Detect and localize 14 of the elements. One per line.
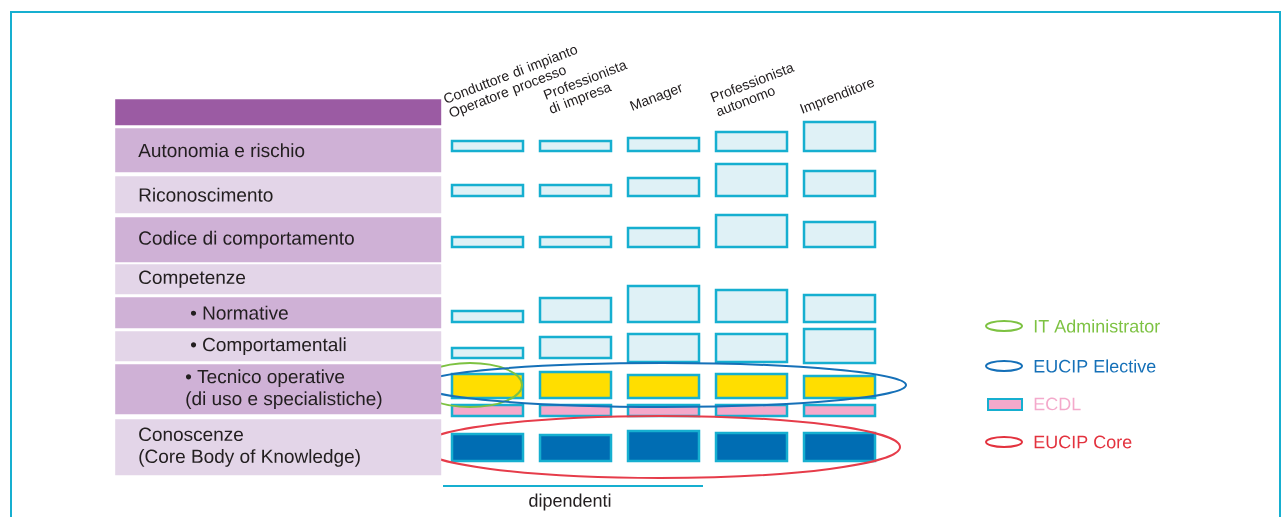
legend-text: IT Administrator <box>1034 319 1160 333</box>
header-band <box>115 99 442 126</box>
legend-text: EUCIP Core <box>1034 435 1132 449</box>
legend-text: EUCIP Elective <box>1034 359 1156 373</box>
legend-text: ECDL <box>1034 397 1081 411</box>
row-band: Riconoscimento <box>115 176 442 214</box>
row-band: Conoscenze (Core Body of Knowledge) <box>115 419 442 476</box>
row-band: Autonomia e rischio <box>115 128 442 173</box>
row-band: Competenze <box>115 264 442 295</box>
row-band: • Normative <box>115 297 442 329</box>
row-band: Codice di comportamento <box>115 217 442 263</box>
group-label: dipendenti <box>529 493 611 511</box>
row-band: • Comportamentali <box>115 331 442 362</box>
row-band: • Tecnico operative (di uso e specialistiche) <box>115 364 442 415</box>
